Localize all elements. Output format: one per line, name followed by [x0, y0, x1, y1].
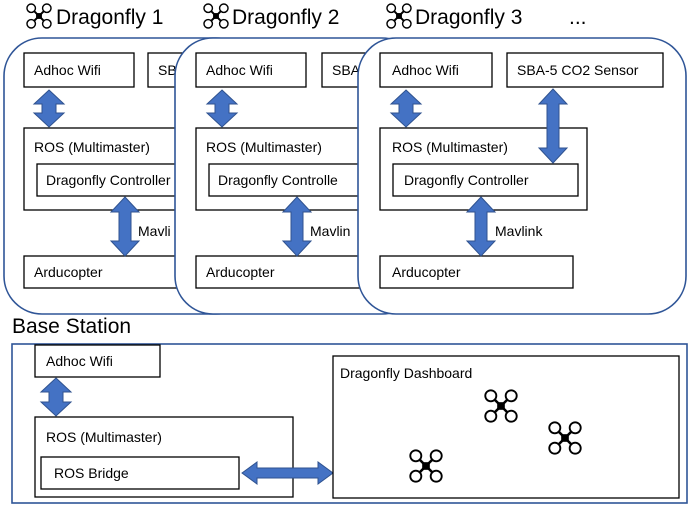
dragonfly-1-mavlink-arrow	[109, 196, 141, 257]
ros-bridge-label: ROS Bridge	[54, 465, 129, 481]
dragonfly-1-arducopter-box	[23, 255, 195, 289]
dragonfly-2-mavlink-label: Mavlin	[310, 223, 350, 239]
dragonfly-3-mavlink-arrow	[465, 196, 497, 257]
dragonfly-2-title: Dragonfly 2	[232, 6, 339, 29]
dashboard-label: Dragonfly Dashboard	[340, 365, 472, 381]
dragonfly-3-controller-label: Dragonfly Controller	[404, 172, 529, 188]
base-ros-label: ROS (Multimaster)	[46, 429, 162, 445]
dragonfly-3-sensor-label: SBA-5 CO2 Sensor	[517, 62, 639, 78]
dragonfly-3-arducopter-box	[379, 255, 574, 289]
dashboard-box	[332, 355, 680, 499]
dragonfly-2-arducopter-box	[195, 255, 367, 289]
dragonfly-3-controller-box	[392, 163, 579, 197]
dragonfly-3-adhoc-box	[379, 52, 493, 88]
dragonfly-2-sensor-label: SBA	[332, 62, 361, 78]
dragonfly-2-mavlink-arrow	[281, 196, 313, 257]
drone-icon	[26, 3, 52, 29]
dragonfly-3-sensor-box	[506, 52, 664, 88]
dragonfly-1-controller-label: Dragonfly Controller	[46, 172, 171, 188]
dragonfly-1-sensor-label: SB	[158, 62, 177, 78]
dragonfly-1-mavlink-label: Mavli	[138, 223, 171, 239]
dragonfly-2-arducopter-label: Arducopter	[206, 264, 275, 280]
base-adhoc-label: Adhoc Wifi	[46, 353, 113, 369]
more-drones-ellipsis: ...	[569, 6, 587, 29]
base-station-title: Base Station	[12, 315, 131, 338]
dragonfly-2-adhoc-box	[195, 52, 307, 88]
dragonfly-1-title: Dragonfly 1	[56, 6, 163, 29]
dragonfly-2-adhoc-label: Adhoc Wifi	[206, 62, 273, 78]
dragonfly-2-controller-label: Dragonfly Controlle	[218, 172, 338, 188]
dragonfly-1-adhoc-label: Adhoc Wifi	[34, 62, 101, 78]
dragonfly-1-wifi-ros-arrow	[32, 89, 66, 128]
drone-icon	[386, 3, 412, 29]
base-adhoc-box	[34, 344, 161, 378]
dragonfly-1-adhoc-box	[23, 52, 135, 88]
dragonfly-3-arducopter-label: Arducopter	[392, 264, 461, 280]
dragonfly-3-title: Dragonfly 3	[415, 6, 522, 29]
dragonfly-2-wifi-ros-arrow	[205, 89, 239, 128]
dragonfly-3-adhoc-label: Adhoc Wifi	[392, 62, 459, 78]
ros-bridge-box	[40, 456, 240, 490]
dragonfly-2-controller-box	[208, 163, 370, 197]
base-station-group: Base Station Adhoc Wifi ROS (Multimaster…	[11, 315, 688, 504]
dragonfly-3-sensor-controller-arrow	[537, 88, 569, 164]
dragonfly-3-mavlink-label: Mavlink	[495, 223, 543, 239]
dragonfly-1-arducopter-label: Arducopter	[34, 264, 103, 280]
dragonfly-3-wifi-ros-arrow	[389, 89, 423, 128]
dragonfly-3-group: Dragonfly 3 ... Adhoc Wifi SBA-5 CO2 Sen…	[357, 3, 687, 315]
dragonfly-3-ros-label: ROS (Multimaster)	[392, 139, 508, 155]
drone-icon	[203, 3, 229, 29]
dragonfly-1-ros-label: ROS (Multimaster)	[34, 139, 150, 155]
base-wifi-ros-arrow	[39, 377, 73, 417]
dragonfly-2-ros-label: ROS (Multimaster)	[206, 139, 322, 155]
